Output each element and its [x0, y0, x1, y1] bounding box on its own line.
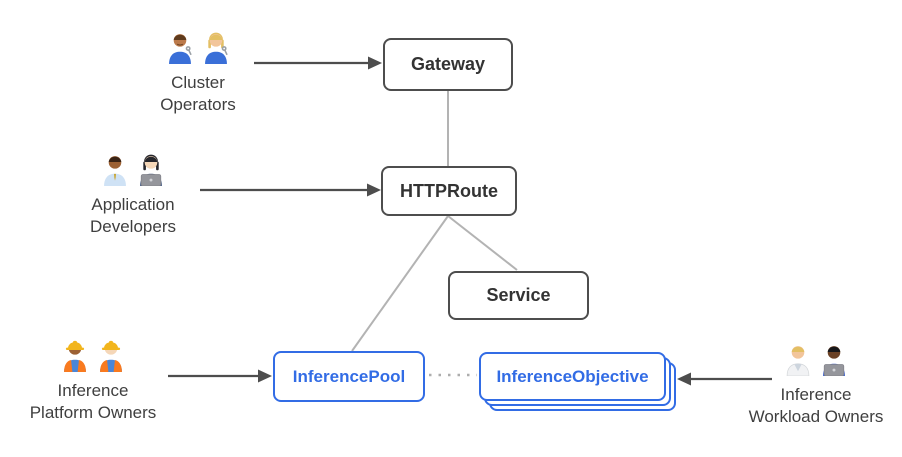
- man-office-worker-icon: [99, 151, 131, 191]
- woman-construction-worker-icon: [59, 337, 91, 377]
- persona-inference-workload-owners: Inference Workload Owners: [731, 341, 901, 428]
- persona-inference-platform-owners: Inference Platform Owners: [8, 337, 178, 424]
- persona-label-line1: Application: [91, 195, 175, 214]
- woman-mechanic-icon: [200, 29, 232, 69]
- persona-cluster-operators: Cluster Operators: [113, 29, 283, 116]
- node-httproute-label: HTTPRoute: [400, 180, 498, 201]
- node-inferencepool-label: InferencePool: [292, 366, 406, 386]
- man-technologist-dark-icon: [818, 341, 850, 381]
- arrow-inference-platform-owners-to-inferencepool: [168, 369, 272, 383]
- application-developers-icons: [99, 151, 167, 191]
- persona-label-line2: Workload Owners: [748, 407, 884, 426]
- persona-label-line1: Inference: [780, 385, 852, 404]
- persona-label-line2: Developers: [90, 217, 176, 236]
- arrow-application-developers-to-httproute: [200, 183, 381, 197]
- persona-label-line1: Cluster: [171, 73, 225, 92]
- inference-workload-owners-icons: [782, 341, 850, 381]
- node-service-label: Service: [486, 285, 551, 305]
- node-httproute: HTTPRoute: [381, 166, 517, 216]
- node-service: Service: [448, 271, 589, 320]
- node-inferenceobjective-label: InferenceObjective: [496, 366, 649, 386]
- inference-platform-owners-icons: [59, 337, 127, 377]
- edge-httproute-service: [447, 215, 518, 271]
- person-scientist-icon: [782, 341, 814, 381]
- woman-technologist-icon: [135, 151, 167, 191]
- node-gateway-label: Gateway: [410, 54, 486, 74]
- node-inferenceobjective: InferenceObjective: [479, 352, 666, 401]
- persona-label-line1: Inference: [57, 381, 129, 400]
- edge-httproute-inferencepool: [351, 215, 449, 352]
- persona-application-developers: Application Developers: [48, 151, 218, 238]
- persona-label-line2: Operators: [160, 95, 236, 114]
- node-inferencepool: InferencePool: [273, 351, 425, 402]
- man-construction-worker-icon: [95, 337, 127, 377]
- man-mechanic-icon: [164, 29, 196, 69]
- persona-label-line2: Platform Owners: [29, 403, 157, 422]
- node-gateway: Gateway: [383, 38, 513, 91]
- cluster-operators-icons: [164, 29, 232, 69]
